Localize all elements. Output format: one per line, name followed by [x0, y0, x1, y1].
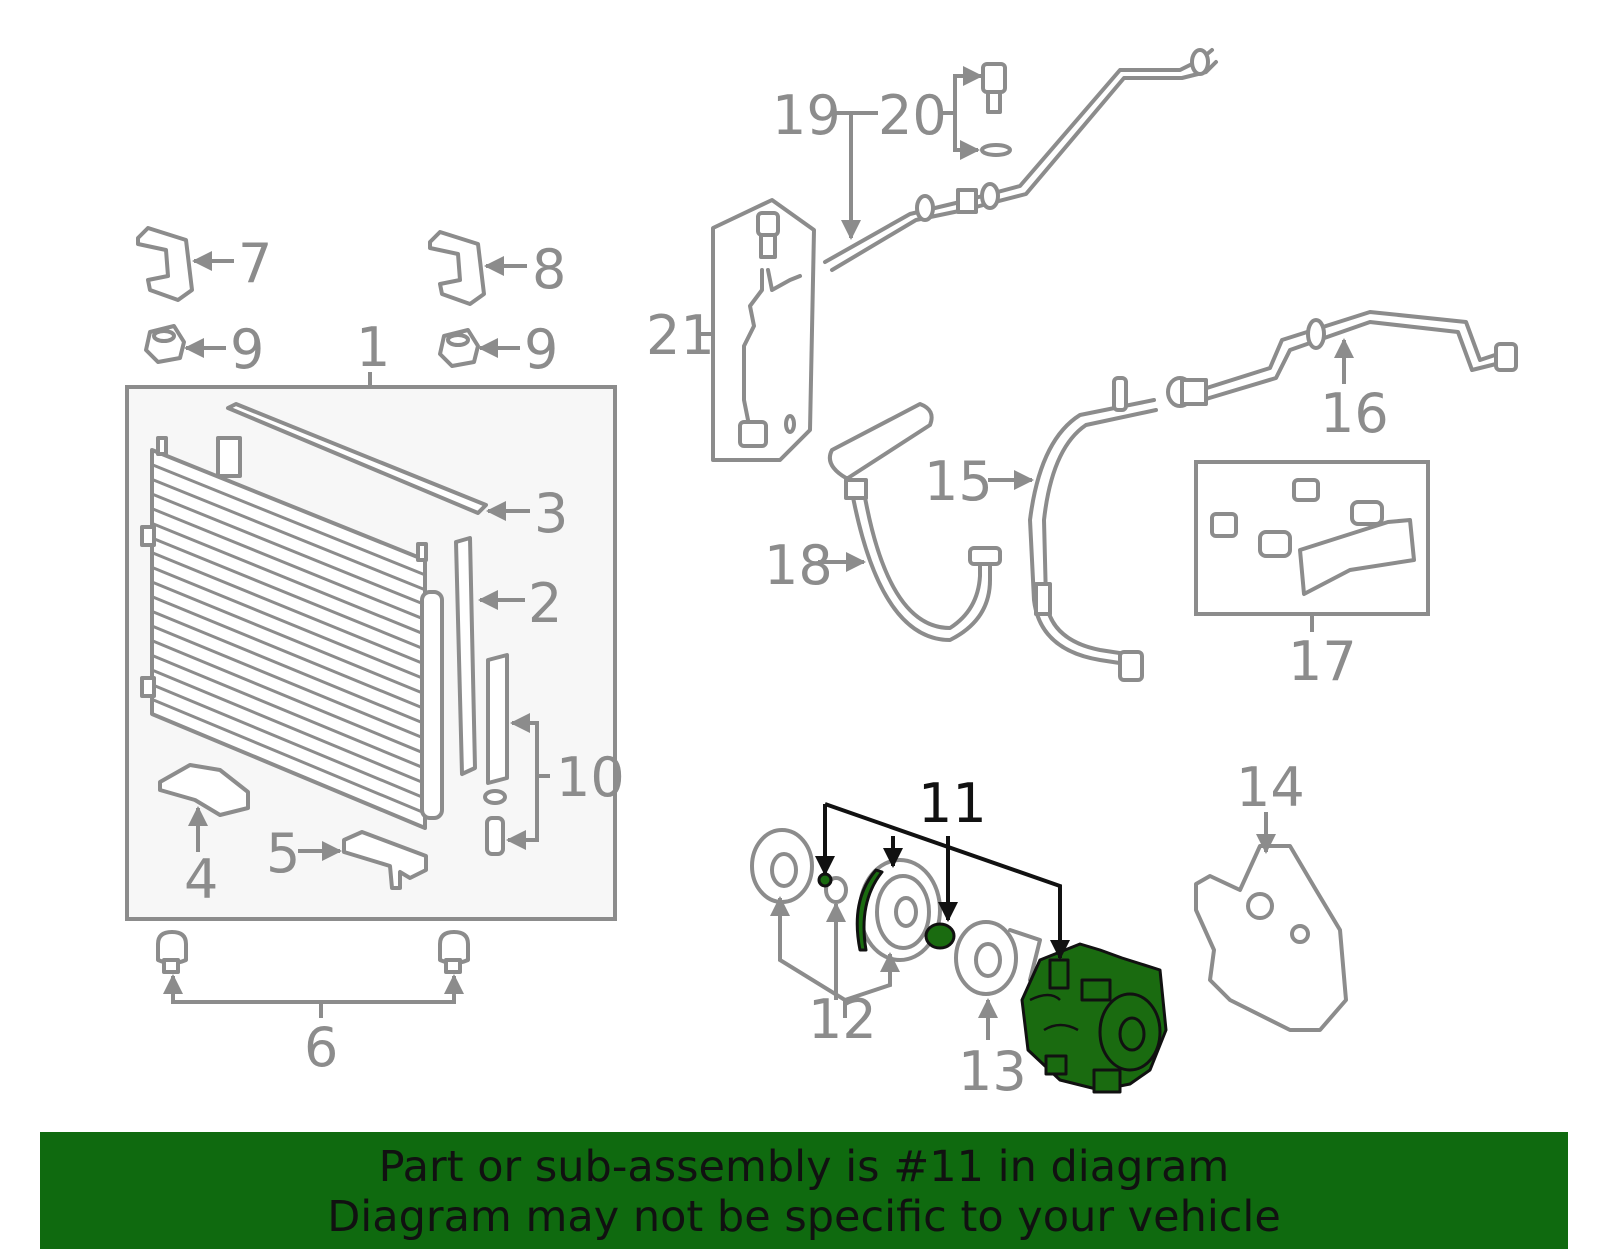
callout-8: 8 — [532, 238, 566, 301]
condenser-fin-line — [151, 565, 426, 681]
condenser-core — [140, 436, 428, 830]
condenser-fin-line — [151, 477, 426, 592]
mount-cushion-part-6 — [156, 930, 470, 974]
seal-part-10 — [483, 653, 509, 856]
callout-1: 1 — [356, 316, 390, 379]
condenser-fin-line — [151, 653, 426, 770]
callout-19: 19 — [772, 84, 841, 147]
condenser-fin-line — [151, 639, 426, 755]
bracket-part-7 — [136, 226, 194, 302]
condenser-fin-line — [151, 683, 426, 800]
condenser-fin-line — [151, 580, 426, 696]
callout-21: 21 — [646, 304, 715, 367]
condenser-fin-line — [151, 536, 426, 651]
info-banner: Part or sub-assembly is #11 in diagram D… — [40, 1132, 1568, 1249]
panel-part-21 — [711, 198, 816, 462]
callout-4: 4 — [184, 848, 218, 911]
banner-line-2: Diagram may not be specific to your vehi… — [327, 1192, 1281, 1242]
pulley-part-12 — [855, 858, 942, 962]
callout-15: 15 — [924, 450, 993, 513]
condenser-fin-line — [151, 507, 426, 621]
field-coil-part-13 — [954, 920, 1042, 996]
compressor-part-11 — [1020, 942, 1168, 1094]
callout-20: 20 — [878, 84, 947, 147]
callout-3: 3 — [534, 482, 568, 545]
callout-18: 18 — [764, 534, 833, 597]
bracket-part-8 — [428, 230, 486, 306]
callout-17: 17 — [1288, 630, 1357, 693]
nut-part-9-left — [144, 324, 186, 364]
condenser-fin-line — [151, 521, 426, 636]
condenser-fin-line — [151, 697, 426, 815]
hose-part-18 — [827, 402, 1002, 642]
line-part-19 — [823, 48, 1218, 272]
condenser-fin-line — [151, 609, 426, 726]
condenser-fin-line — [151, 668, 426, 785]
condenser-fin-line — [151, 463, 426, 577]
condenser-fin-line — [151, 551, 426, 666]
callout-5: 5 — [266, 822, 300, 885]
receiver-dryer-tank — [420, 590, 444, 820]
callout-6: 6 — [304, 1016, 338, 1079]
callout-10: 10 — [556, 746, 625, 809]
kit-contents-part-17 — [1210, 478, 1416, 596]
callout-9-right: 9 — [524, 318, 558, 381]
callout-13: 13 — [958, 1040, 1027, 1103]
callout-2: 2 — [528, 572, 562, 635]
condenser-fin-line — [151, 595, 426, 711]
nut-part-9-right — [438, 328, 480, 368]
bracket-part-5 — [342, 830, 428, 890]
callout-11: 11 — [918, 772, 987, 835]
callout-7: 7 — [238, 232, 272, 295]
callout-12: 12 — [808, 988, 877, 1051]
side-seal-part-2 — [454, 536, 477, 776]
callout-14: 14 — [1236, 756, 1305, 819]
callout-9-left: 9 — [230, 318, 264, 381]
bracket-part-4 — [158, 763, 250, 817]
clutch-plate-part-12 — [750, 828, 814, 904]
compressor-bracket-part-14 — [1194, 844, 1348, 1032]
condenser-fin-line — [151, 492, 426, 607]
sensor-part-20 — [980, 62, 1012, 157]
callout-16: 16 — [1320, 382, 1389, 445]
condenser-fin-line — [151, 624, 426, 741]
condenser-fins — [151, 463, 426, 815]
banner-line-1: Part or sub-assembly is #11 in diagram — [378, 1142, 1230, 1192]
line-part-16 — [1166, 310, 1518, 408]
hose-part-15 — [1028, 376, 1158, 682]
